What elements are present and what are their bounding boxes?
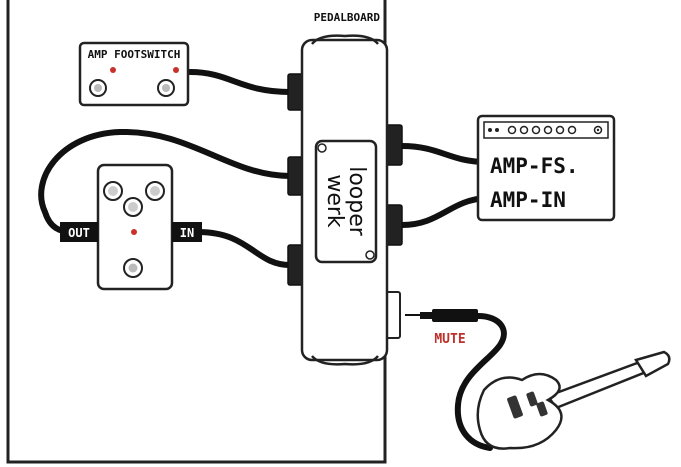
amp: AMP-FS. AMP-IN bbox=[476, 114, 616, 222]
looper-brand-line2: werk bbox=[322, 174, 347, 228]
cable-footswitch bbox=[187, 69, 293, 95]
looperwerk-unit: looper werk bbox=[287, 34, 403, 366]
cable-amp-in bbox=[399, 195, 489, 228]
cable-return bbox=[195, 229, 293, 268]
pedal-in-tag bbox=[172, 222, 202, 242]
pedal-in-label: IN bbox=[180, 226, 194, 240]
effect-pedal: OUT IN bbox=[60, 163, 202, 291]
pedal-out-label: OUT bbox=[68, 226, 90, 240]
pedalboard-label: PEDALBOARD bbox=[314, 11, 381, 24]
footswitch-led-left bbox=[110, 67, 116, 73]
cable-send bbox=[38, 128, 293, 235]
guitar-plug: MUTE bbox=[405, 309, 478, 347]
guitar bbox=[476, 350, 671, 450]
cable-guitar bbox=[454, 313, 507, 451]
mute-label: MUTE bbox=[434, 332, 465, 347]
amp-footswitch-label: AMP FOOTSWITCH bbox=[88, 48, 181, 61]
amp-fs-label: AMP-FS. bbox=[490, 154, 579, 178]
cables bbox=[38, 69, 507, 451]
pedal-out-tag bbox=[60, 222, 98, 242]
looper-brand-line1: looper bbox=[344, 166, 369, 237]
pedal-led bbox=[131, 229, 137, 235]
amp-footswitch: AMP FOOTSWITCH bbox=[78, 41, 190, 107]
footswitch-led-right bbox=[173, 67, 179, 73]
amp-in-label: AMP-IN bbox=[490, 188, 566, 212]
cable-amp-fs bbox=[399, 143, 489, 165]
